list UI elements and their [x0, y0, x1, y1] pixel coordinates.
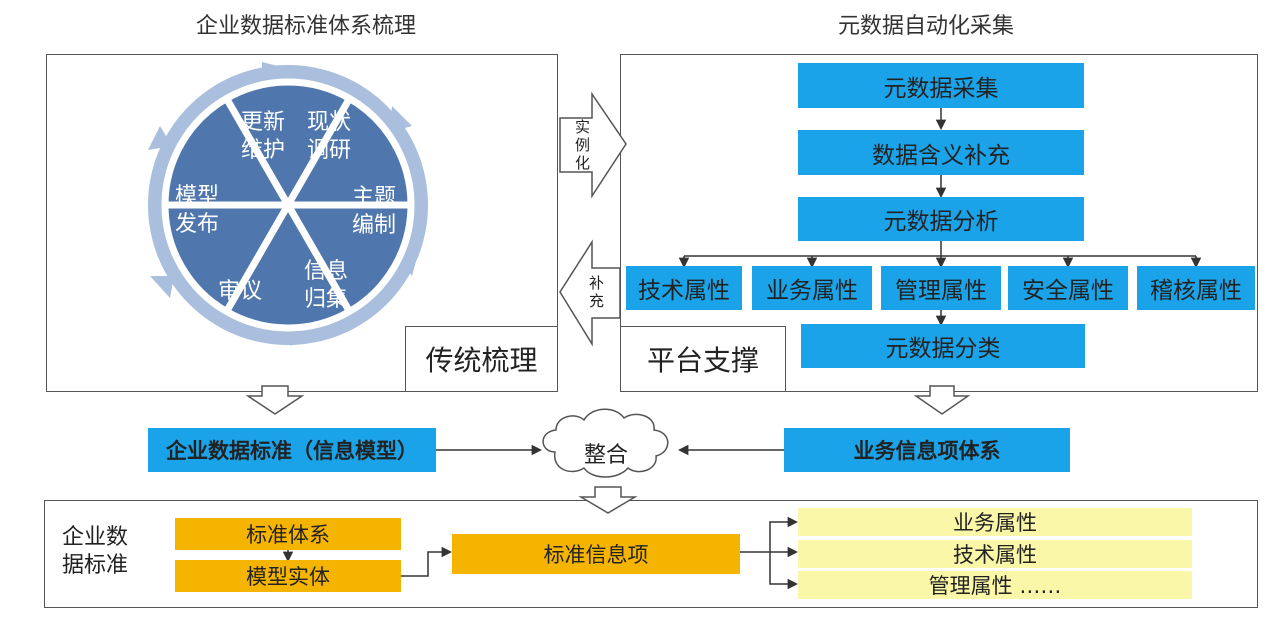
down-arrow-right: [913, 385, 971, 415]
seg-label: 信息: [304, 259, 348, 284]
traditional-tag: 传统梳理: [405, 326, 558, 392]
flow-meaning: 数据含义补充: [798, 130, 1084, 175]
attr-management: 管理属性: [881, 266, 1001, 310]
cycle-sector-2: [284, 95, 415, 209]
instantiate-label: 实例化: [575, 118, 591, 172]
enterprise-standard: 企业数据标准（信息模型）: [148, 428, 436, 472]
right-title: 元数据自动化采集: [838, 14, 1015, 39]
bottom-attr-management: 管理属性 ……: [798, 571, 1192, 599]
seg-label: 模型: [175, 184, 219, 209]
cycle-sector-1: [223, 78, 353, 209]
seg-label: 发布: [175, 212, 219, 237]
seg-label: 编制: [352, 213, 396, 238]
standard-system: 标准体系: [175, 518, 401, 550]
attr-security: 安全属性: [1008, 266, 1128, 310]
standard-info-item: 标准信息项: [452, 534, 740, 574]
seg-label: 维护: [241, 138, 285, 163]
attr-business: 业务属性: [752, 266, 872, 310]
flow-collect: 元数据采集: [798, 63, 1084, 108]
flow-classify: 元数据分类: [801, 324, 1085, 368]
integrate-label: 整合: [584, 443, 629, 468]
seg-label: 审议: [218, 279, 262, 304]
cycle-sector-4: [223, 201, 353, 332]
instantiate-arrow: [559, 91, 627, 199]
seg-label: 更新: [241, 110, 285, 135]
seg-label: 主题: [352, 185, 396, 210]
model-entity: 模型实体: [175, 560, 401, 592]
platform-tag: 平台支撑: [620, 326, 786, 392]
integrate-cloud: [542, 408, 669, 478]
business-items: 业务信息项体系: [784, 428, 1070, 472]
left-title: 企业数据标准体系梳理: [196, 14, 417, 39]
seg-label: 归集: [304, 287, 348, 312]
supplement-arrow: [559, 239, 621, 347]
flow-analysis: 元数据分析: [798, 197, 1084, 241]
attr-audit: 稽核属性: [1137, 266, 1255, 310]
bottom-attr-business: 业务属性: [798, 508, 1192, 536]
attr-tech: 技术属性: [626, 266, 742, 310]
bottom-attr-tech: 技术属性: [798, 540, 1192, 568]
cycle-sector-5: [161, 201, 292, 315]
cycle-sector-6: [161, 95, 292, 209]
seg-label: 现状: [307, 110, 351, 135]
seg-label: 调研: [307, 138, 351, 163]
supplement-label: 补充: [589, 274, 605, 310]
bottom-label: 企业数据标准: [62, 525, 129, 578]
down-arrow-center: [578, 486, 638, 514]
down-arrow-left: [245, 385, 305, 415]
cycle-sector-3: [284, 201, 415, 315]
